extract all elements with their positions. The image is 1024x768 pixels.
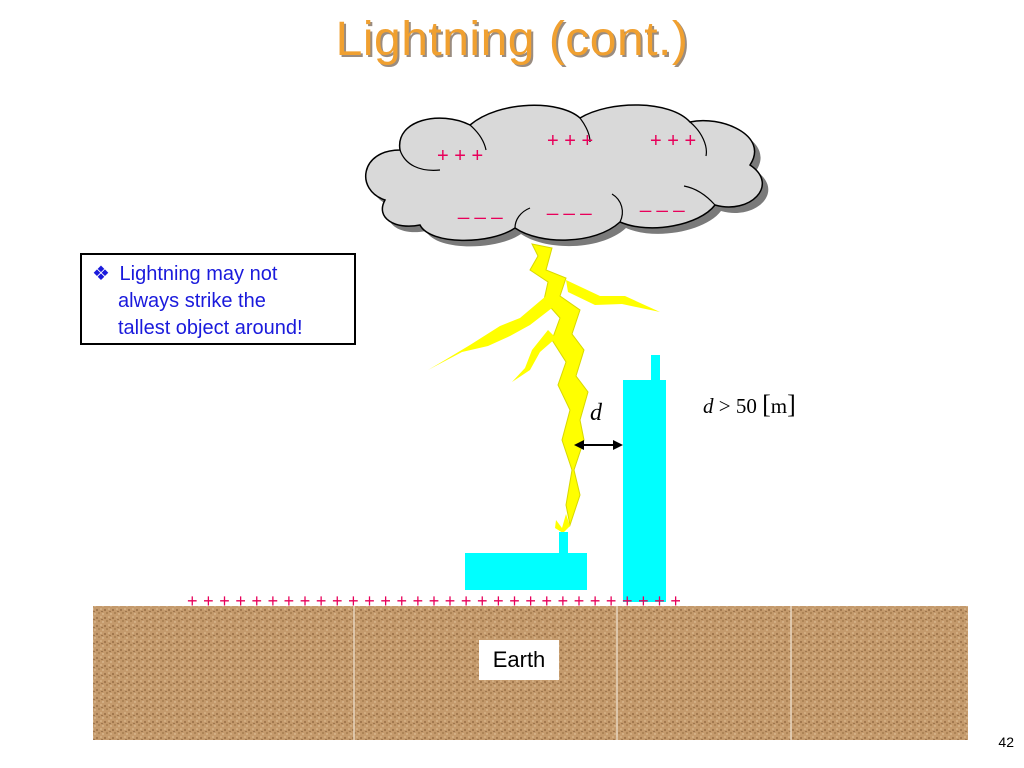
cloud-negative-charge-left: _ _ _ <box>458 198 503 220</box>
slide-title: Lightning (cont.) <box>335 13 689 66</box>
note-line-2: always strike the <box>118 290 266 312</box>
cloud-positive-charge-mid: + + + <box>547 130 594 152</box>
note-line-3: tallest object around! <box>118 317 303 339</box>
distance-arrow <box>574 440 623 450</box>
tall-building <box>623 355 666 602</box>
storm-cloud <box>365 104 769 247</box>
cloud-positive-charge-right: + + + <box>650 130 697 152</box>
distance-formula: d > 50 [m] <box>703 390 796 419</box>
short-building <box>465 532 587 590</box>
earth-label: Earth <box>479 640 559 680</box>
cloud-negative-charge-mid: _ _ _ <box>547 194 592 216</box>
diamond-bullet-icon: ❖ <box>92 263 110 285</box>
cloud-positive-charge-left: + + + <box>437 145 484 167</box>
note-box: ❖ Lightning may not always strike the ta… <box>80 253 356 345</box>
distance-label: d <box>590 400 602 426</box>
page-number: 42 <box>998 734 1014 750</box>
ground-charges: + + + + + + + + + + + + + + + + + + + + … <box>187 591 682 611</box>
cloud-negative-charge-right: _ _ _ <box>640 191 685 213</box>
lightning-bolt <box>428 243 660 533</box>
note-line-1: ❖ Lightning may not <box>92 263 278 285</box>
